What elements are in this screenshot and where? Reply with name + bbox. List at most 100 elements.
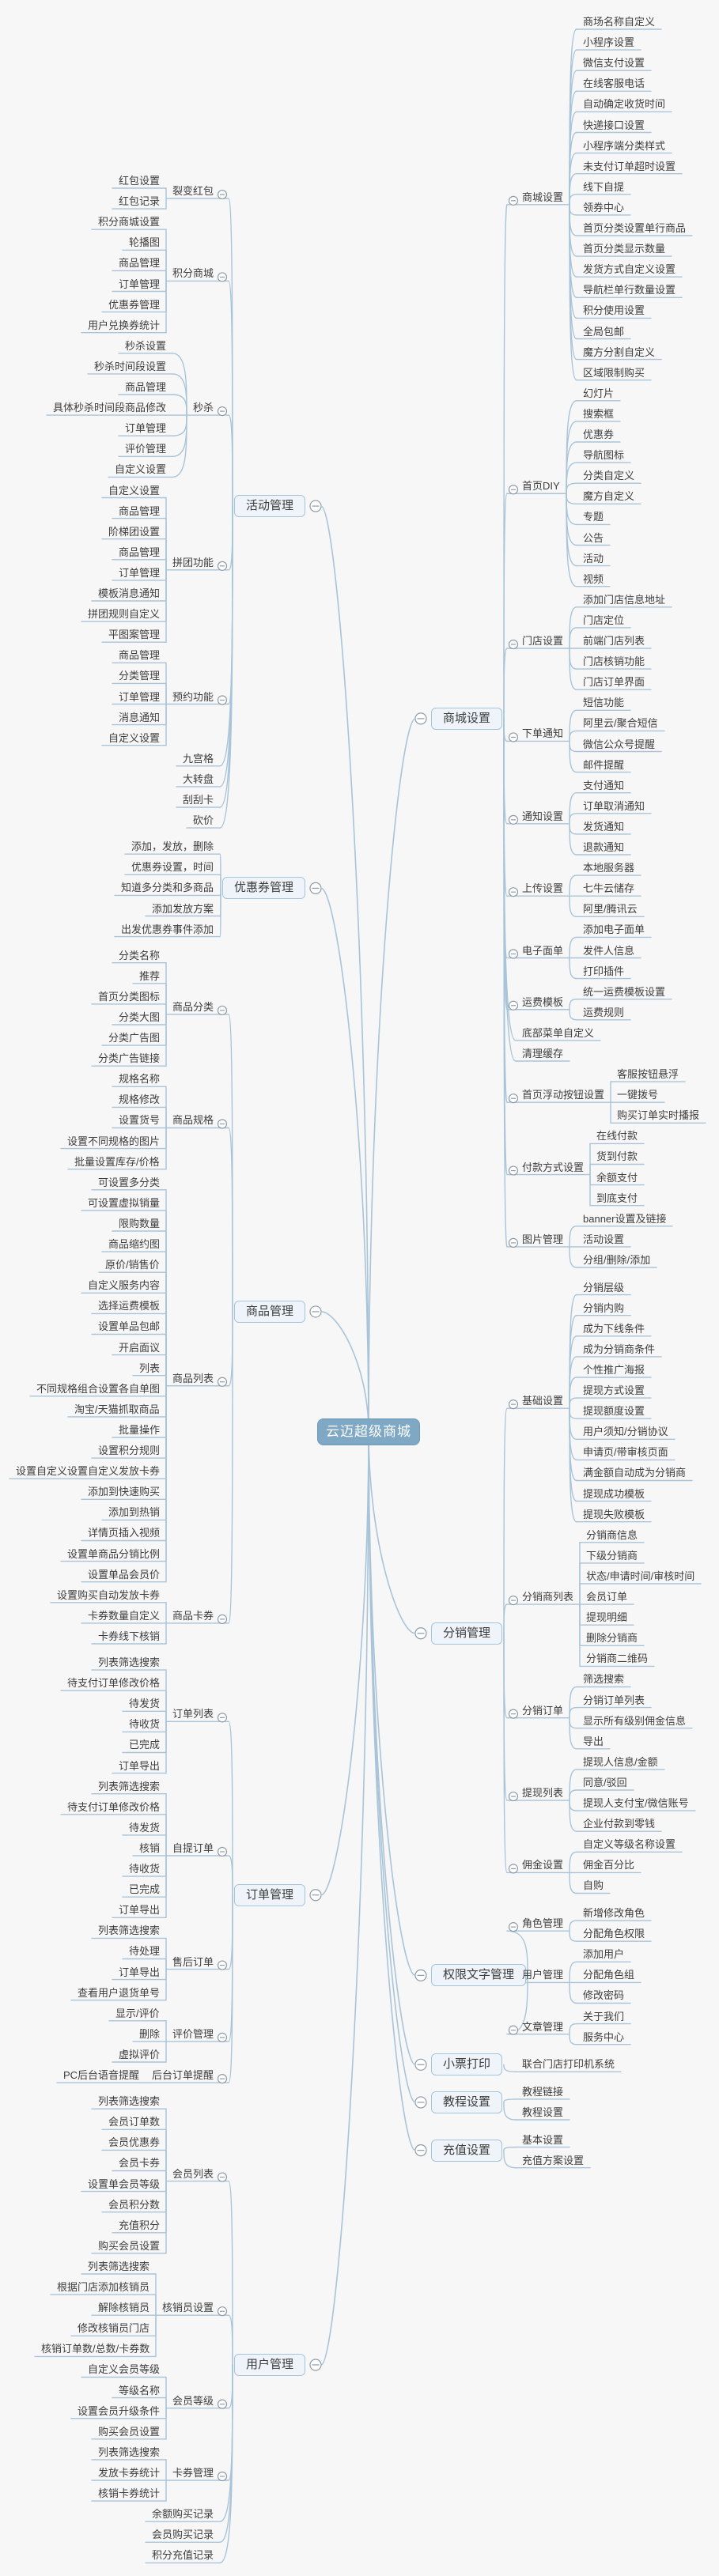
sub-branch-node[interactable]: 首页浮动按钮设置 [522,1089,605,1101]
leaf-node[interactable]: 购买会员设置 [98,2240,161,2252]
leaf-node[interactable]: 待处理 [129,1945,161,1957]
leaf-node[interactable]: 分组/删除/添加 [583,1254,651,1266]
leaf-node[interactable]: 状态/申请时间/审核时间 [586,1570,695,1582]
collapse-icon[interactable] [508,814,519,825]
leaf-node[interactable]: 退款通知 [583,841,625,853]
sub-branch-node[interactable]: 商城设置 [522,191,564,203]
leaf-node[interactable]: 货到付款 [596,1150,638,1162]
collapse-icon[interactable] [309,1889,322,1902]
leaf-node[interactable]: 设置单品包邮 [98,1320,161,1332]
leaf-node[interactable]: 分配角色组 [583,1969,635,1981]
leaf-node[interactable]: 批量操作 [119,1424,161,1436]
leaf-node[interactable]: 自购 [583,1879,604,1891]
leaf-node[interactable]: 修改核销员门店 [78,2322,150,2334]
leaf-node[interactable]: 成为分销商条件 [583,1343,656,1355]
leaf-node[interactable]: 会员积分数 [108,2199,161,2211]
collapse-icon[interactable] [508,1093,519,1104]
leaf-node[interactable]: 到底支付 [596,1192,638,1204]
leaf-node[interactable]: 订单管理 [125,422,167,434]
leaf-node[interactable]: 不同规格组合设置各自单图 [36,1383,161,1395]
leaf-node[interactable]: 发货通知 [583,821,625,833]
leaf-node[interactable]: 自定义设置 [115,463,167,475]
collapse-icon[interactable] [508,485,519,495]
leaf-node[interactable]: 充值方案设置 [522,2155,585,2166]
sub-branch-node[interactable]: 核销员设置 [162,2302,214,2313]
sub-branch-node[interactable]: 提现列表 [522,1787,564,1799]
leaf-node[interactable]: 活动 [583,553,604,565]
collapse-icon[interactable] [508,195,519,206]
collapse-icon[interactable] [217,1005,228,1016]
collapse-icon[interactable] [309,500,322,512]
collapse-icon[interactable] [508,1000,519,1010]
leaf-node[interactable]: 显示所有级别佣金信息 [583,1715,687,1727]
leaf-node[interactable]: 设置单会员等级 [88,2178,161,2190]
leaf-node[interactable]: 区域限制购买 [583,367,645,379]
leaf-node[interactable]: 卡券数量自定义 [88,1610,161,1622]
leaf-node[interactable]: 余额购买记录 [152,2508,214,2520]
leaf-node[interactable]: 订单导出 [119,1966,161,1978]
leaf-node[interactable]: 选择运费模板 [98,1300,161,1312]
leaf-node[interactable]: 用户须知/分销协议 [583,1426,668,1437]
collapse-icon[interactable] [508,1237,519,1248]
leaf-node[interactable]: 设置会员升级条件 [78,2405,161,2417]
leaf-node[interactable]: 底部菜单自定义 [522,1027,595,1039]
leaf-node[interactable]: 根据门店添加核销员 [57,2281,150,2293]
leaf-node[interactable]: 优惠券 [583,429,615,440]
sub-branch-node[interactable]: 佣金设置 [522,1859,564,1871]
leaf-node[interactable]: 查看用户退货单号 [78,1987,161,1999]
leaf-node[interactable]: 待收货 [129,1863,161,1875]
leaf-node[interactable]: 商品管理 [119,649,161,661]
leaf-node[interactable]: 打印插件 [583,965,625,977]
sub-branch-node[interactable]: 商品分类 [172,1001,214,1013]
leaf-node[interactable]: 优惠券设置，时间 [131,861,214,873]
leaf-node[interactable]: 订单管理 [119,567,161,579]
leaf-node[interactable]: 提现方式设置 [583,1384,645,1396]
leaf-node[interactable]: 微信支付设置 [583,57,645,69]
leaf-node[interactable]: 满金额自动成为分销商 [583,1467,687,1479]
leaf-node[interactable]: 活动设置 [583,1233,625,1245]
leaf-node[interactable]: 设置自定义设置自定义发放卡券 [16,1465,161,1477]
collapse-icon[interactable] [217,272,228,282]
leaf-node[interactable]: 运费规则 [583,1007,625,1018]
leaf-node[interactable]: 全局包邮 [583,326,625,338]
leaf-node[interactable]: 解除核销员 [98,2302,150,2313]
leaf-node[interactable]: 分类大图 [119,1011,161,1023]
leaf-node[interactable]: 优惠券管理 [108,299,161,311]
leaf-node[interactable]: 淘宝/天猫抓取商品 [74,1403,160,1415]
leaf-node[interactable]: 可设置虚拟销量 [88,1197,161,1209]
collapse-icon[interactable] [508,887,519,897]
leaf-node[interactable]: 购买会员设置 [98,2426,161,2438]
leaf-node[interactable]: 设置单商品分销比例 [67,1548,161,1560]
leaf-node[interactable]: 具体秒杀时间段商品修改 [53,402,167,414]
sub-branch-node[interactable]: 付款方式设置 [522,1161,585,1173]
leaf-node[interactable]: 教程设置 [522,2106,564,2118]
collapse-icon[interactable] [217,1846,228,1857]
leaf-node[interactable]: 分销层级 [583,1282,625,1294]
leaf-node[interactable]: 关于我们 [583,2011,625,2023]
collapse-icon[interactable] [217,1713,228,1723]
collapse-icon[interactable] [414,1627,427,1640]
leaf-node[interactable]: 教程链接 [522,2086,564,2098]
leaf-node[interactable]: 发件人信息 [583,945,635,957]
leaf-node[interactable]: 本地服务器 [583,862,635,874]
leaf-node[interactable]: 等级名称 [119,2385,161,2397]
leaf-node[interactable]: 短信功能 [583,697,625,708]
collapse-icon[interactable] [309,1305,322,1318]
sub-branch-node[interactable]: 图片管理 [522,1233,564,1245]
leaf-node[interactable]: 魔方自定义 [583,490,635,502]
leaf-node[interactable]: 一键拨号 [617,1089,659,1101]
leaf-node[interactable]: 魔方分割自定义 [583,346,656,358]
leaf-node[interactable]: 导航图标 [583,449,625,461]
leaf-node[interactable]: 在线付款 [596,1130,638,1142]
sub-branch-node[interactable]: 售后订单 [172,1956,214,1968]
leaf-node[interactable]: 九宫格 [183,753,214,765]
sub-branch-node[interactable]: 通知设置 [522,810,564,822]
leaf-node[interactable]: banner设置及链接 [583,1213,667,1225]
leaf-node[interactable]: 提现失败模板 [583,1509,645,1520]
leaf-node[interactable]: 自定义会员等级 [88,2363,161,2375]
branch-node[interactable]: 活动管理 [234,495,306,517]
leaf-node[interactable]: 列表筛选搜索 [98,1924,161,1936]
leaf-node[interactable]: 阿里/腾讯云 [583,903,638,915]
branch-node[interactable]: 商品管理 [234,1301,306,1323]
leaf-node[interactable]: 红包记录 [119,195,161,207]
